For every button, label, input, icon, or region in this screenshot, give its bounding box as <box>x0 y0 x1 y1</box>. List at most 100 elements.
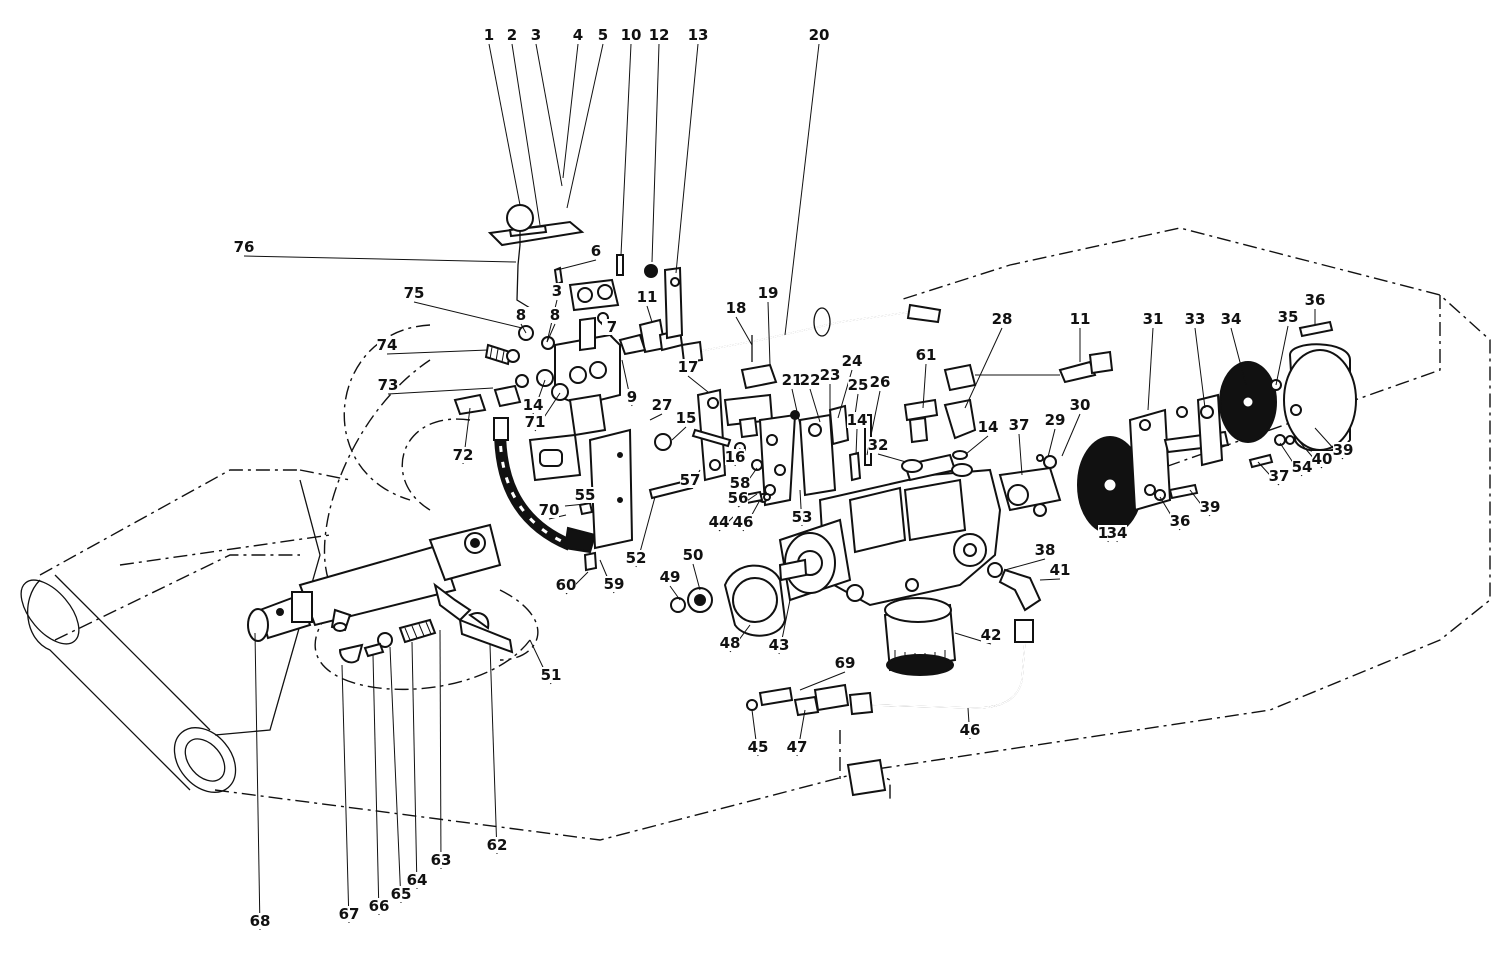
callout-bg <box>602 319 622 335</box>
callout-label: 60 <box>556 576 577 594</box>
callout-bg <box>568 27 588 43</box>
callout-bg <box>848 377 868 393</box>
leader-line <box>784 43 820 336</box>
outlet-line <box>746 619 1034 717</box>
callout-label: 15 <box>676 409 697 427</box>
callout-label: 38 <box>1035 541 1056 559</box>
callout-label: 72 <box>453 446 474 464</box>
callout-bg <box>678 359 698 375</box>
leader-line <box>372 654 380 916</box>
callout-bg <box>1050 562 1070 578</box>
callout-bg <box>431 852 451 868</box>
leader-line <box>386 349 489 355</box>
callout-label: 14 <box>847 411 868 429</box>
leader-line <box>411 641 418 890</box>
callout-bg <box>709 514 729 530</box>
gear-gasket <box>670 564 787 637</box>
callout-label: 18 <box>726 299 747 317</box>
leader-lines <box>243 43 1344 931</box>
callout-bg <box>487 837 507 853</box>
callout-bg <box>730 475 750 491</box>
callout-label: 14 <box>978 418 999 436</box>
leader-line <box>254 632 261 931</box>
callout-bg <box>1269 468 1289 484</box>
callout-label: 63 <box>431 851 452 869</box>
leader-line <box>1039 578 1061 581</box>
leader-line <box>387 387 494 395</box>
callout-label: 64 <box>407 871 428 889</box>
callout-label: 1 <box>484 26 494 44</box>
callout-bg <box>981 627 1001 643</box>
callout-bg <box>649 27 669 43</box>
callout-bg <box>407 872 427 888</box>
callout-label: 54 <box>1292 458 1313 476</box>
callout-label: 21 <box>782 371 803 389</box>
callout-label: 49 <box>660 568 681 586</box>
callout-bg <box>1045 412 1065 428</box>
callout-label: 50 <box>683 546 704 564</box>
leader-line <box>535 43 563 187</box>
callout-bg <box>525 414 545 430</box>
callout-bg <box>1185 311 1205 327</box>
leader-line <box>389 646 402 904</box>
callout-bg <box>960 722 980 738</box>
callout-bg <box>545 307 565 323</box>
callout-label: 68 <box>250 912 271 930</box>
callout-label: 58 <box>730 474 751 492</box>
callout-label: 42 <box>981 626 1002 644</box>
callout-bg <box>621 27 641 43</box>
callout-label: 46 <box>960 721 981 739</box>
callout-label: 40 <box>1312 450 1333 468</box>
callout-label: 47 <box>787 738 808 756</box>
leader-line <box>669 585 681 601</box>
callout-label: 20 <box>809 26 830 44</box>
callout-label: 7 <box>607 318 617 336</box>
leader-line <box>687 375 709 393</box>
callout-bg <box>676 410 696 426</box>
leader-line <box>564 503 586 507</box>
callout-label: 23 <box>820 366 841 384</box>
leader-line <box>649 413 663 421</box>
callout-bg <box>652 397 672 413</box>
callout-label: 34 <box>1107 524 1128 542</box>
callout-label: 26 <box>870 373 891 391</box>
callout-bg <box>523 397 543 413</box>
callout-label: 44 <box>709 513 730 531</box>
callout-label: 35 <box>1278 308 1299 326</box>
callout-bg <box>726 300 746 316</box>
callout-label: 8 <box>516 306 526 324</box>
callout-label: 61 <box>916 346 937 364</box>
callout-label: 74 <box>377 336 398 354</box>
hydraulic-pump <box>778 453 1002 607</box>
callout-label: 69 <box>835 654 856 672</box>
callout-label: 43 <box>769 636 790 654</box>
callout-label: 3 <box>531 26 541 44</box>
leader-line <box>562 43 579 179</box>
leader-line <box>489 644 498 855</box>
callout-bg <box>526 27 546 43</box>
callout-label: 71 <box>525 413 546 431</box>
callout-bg <box>916 347 936 363</box>
callout-bg <box>688 27 708 43</box>
callout-label: 51 <box>541 666 562 684</box>
callout-bg <box>1170 513 1190 529</box>
leader-line <box>1004 558 1046 571</box>
callout-label: 24 <box>842 352 863 370</box>
callout-label: 13 <box>688 26 709 44</box>
hydraulic-cylinder <box>247 523 502 642</box>
callout-bg <box>1107 525 1127 541</box>
callout-bg <box>1333 442 1353 458</box>
leader-line <box>1047 428 1056 458</box>
callout-label: 27 <box>652 396 673 414</box>
leader-line <box>341 664 350 924</box>
callout-label: 37 <box>1009 416 1030 434</box>
callout-bg <box>593 27 613 43</box>
callout-label: 34 <box>1221 310 1242 328</box>
leader-line <box>877 453 907 463</box>
callout-bg <box>769 637 789 653</box>
callout-label: 3 <box>552 282 562 300</box>
callout-bg <box>733 514 753 530</box>
callout-bg <box>728 490 748 506</box>
elbow-fittings <box>901 350 1114 477</box>
callout-bg <box>1009 417 1029 433</box>
